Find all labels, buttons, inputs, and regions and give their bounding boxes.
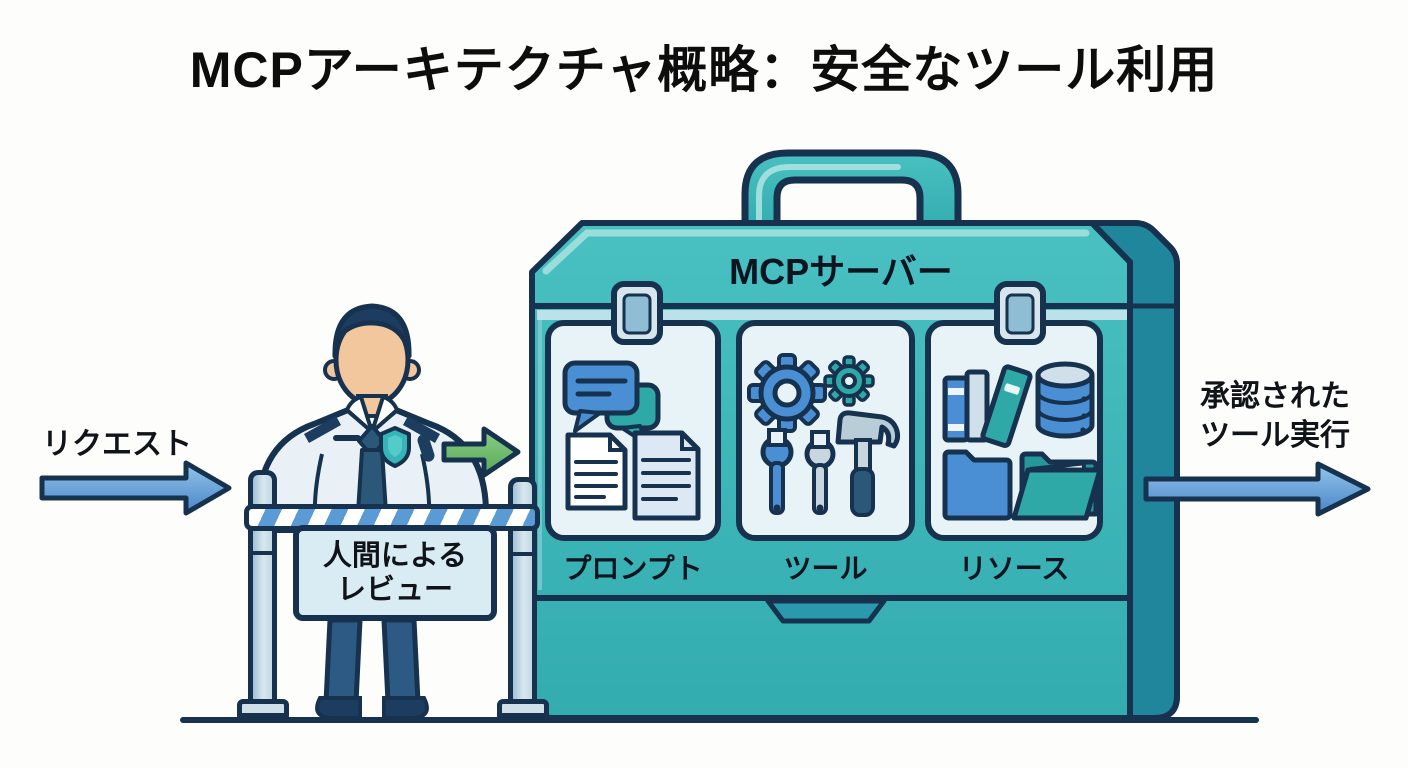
open-folder-icon xyxy=(1011,451,1103,521)
guard-epaulette-right xyxy=(403,416,440,443)
small-gear-icon xyxy=(823,355,875,407)
barrier-post-right-base xyxy=(497,699,549,718)
request-arrow xyxy=(39,460,232,516)
hammer-icon xyxy=(835,410,901,517)
clasp-left xyxy=(611,281,663,345)
shield-badge-icon xyxy=(379,426,411,468)
guard-hair xyxy=(332,303,412,359)
books-icon xyxy=(942,364,1033,448)
guard-leg-left xyxy=(323,617,363,705)
approved-label-line2: ツール実行 xyxy=(1200,419,1350,452)
toolbox-band-highlight xyxy=(537,310,1127,320)
human-review-sign: 人間による レビュー xyxy=(293,525,497,621)
barrier-post-right-divider xyxy=(513,552,532,556)
wrench-icon-grey xyxy=(804,430,836,515)
database-icon xyxy=(1035,361,1095,439)
panel-label-tools: ツール xyxy=(783,553,868,584)
panel-label-prompts: プロンプト xyxy=(563,553,703,584)
folder-icon xyxy=(942,449,1013,521)
review-pass-arrow xyxy=(441,426,521,478)
barrier-post-left-base xyxy=(237,699,289,718)
page-title: MCPアーキテクチャ概略：安全なツール利用 xyxy=(189,42,1219,98)
gear-icon xyxy=(747,353,827,433)
toolbox-handle xyxy=(741,149,962,236)
toolbox-mcp-server xyxy=(529,149,1180,721)
clasp-right xyxy=(994,281,1046,345)
toolbox-drawer-notch xyxy=(765,598,887,624)
toolbox-lid-highlight xyxy=(542,229,1090,275)
mcp-server-title: MCPサーバー xyxy=(729,251,953,292)
wrench-icon xyxy=(760,428,794,515)
documents-icon xyxy=(565,430,701,521)
review-sign-line1: 人間による xyxy=(322,540,468,572)
panel-label-resources: リソース xyxy=(958,553,1070,584)
approved-label-line1: 承認された xyxy=(1200,380,1350,413)
guard-epaulette-left xyxy=(304,416,341,443)
guard-shoe-right xyxy=(382,696,429,720)
guard-leg-right xyxy=(381,617,421,705)
approved-label: 承認された ツール実行 xyxy=(1178,377,1372,455)
review-sign-line2: レビュー xyxy=(336,574,453,606)
guard-collar-left xyxy=(345,395,374,434)
guard-collar-right xyxy=(370,395,399,434)
request-label: リクエスト xyxy=(42,428,192,461)
guard-shoe-left xyxy=(315,696,362,720)
toolbox-side-face xyxy=(1089,220,1180,721)
approved-arrow xyxy=(1143,461,1371,517)
toolbox-handle-highlight xyxy=(756,164,901,229)
barrier-post-left-divider xyxy=(253,551,272,555)
guard-shoulder-patch xyxy=(417,434,435,462)
